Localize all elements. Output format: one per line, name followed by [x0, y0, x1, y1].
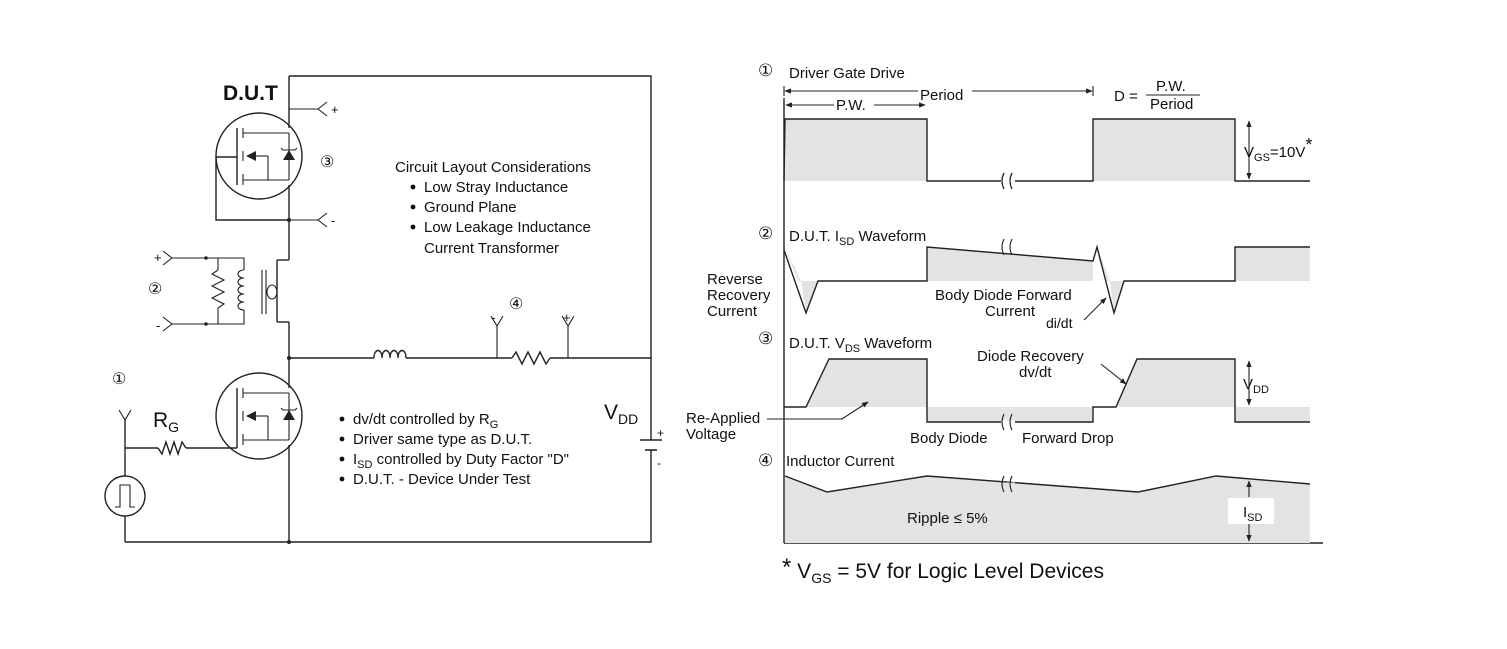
- note-1: dv/dt controlled by RG: [353, 411, 498, 431]
- forward-drop-label: Forward Drop: [1022, 430, 1114, 447]
- dut-label: D.U.T: [223, 82, 278, 105]
- source-node: [287, 218, 291, 222]
- w2-title: D.U.T. ISD Waveform: [789, 228, 926, 248]
- isd-waveform: [783, 238, 1310, 316]
- rg-label: RG: [153, 409, 179, 435]
- reapplied-arrow: [767, 401, 869, 420]
- duty-num: P.W.: [1156, 78, 1186, 95]
- isd-label: ISD: [1243, 504, 1263, 524]
- gate-drive-waveform: [783, 118, 1310, 190]
- vdd-minus: -: [657, 456, 661, 470]
- pw-label: P.W.: [836, 97, 866, 114]
- driver-mosfet: [215, 372, 303, 460]
- label-n1: ①: [112, 371, 126, 388]
- bd-line2: Current: [985, 303, 1036, 320]
- layout-item-3: Low Leakage Inductance: [424, 219, 591, 236]
- inductor-coil: [373, 349, 407, 359]
- body-diode-label: Body Diode: [910, 430, 988, 447]
- ct-minus: -: [156, 318, 160, 333]
- label-n4: ④: [509, 296, 523, 313]
- rr-line2: Recovery: [707, 287, 771, 304]
- w3-number: ③: [758, 329, 773, 348]
- dut-mosfet: [215, 112, 303, 221]
- duty-den: Period: [1150, 96, 1193, 113]
- w1-title: Driver Gate Drive: [789, 65, 905, 82]
- probe4-minus: -: [491, 310, 495, 325]
- vds-waveform: [784, 358, 1310, 431]
- inductor-current-waveform: [784, 475, 1311, 543]
- bullet: [339, 476, 345, 482]
- duty-eq: D =: [1114, 88, 1138, 105]
- test-circuit: - + ④ + - VDD D.U.T ③: [104, 75, 664, 544]
- current-transformer: [162, 250, 289, 332]
- vgs-label: VGS=10V*: [1244, 135, 1312, 164]
- ct-plus: +: [154, 250, 162, 265]
- dvdt-arrow: [1100, 363, 1127, 385]
- period-label: Period: [920, 87, 963, 104]
- bullet: [410, 184, 416, 190]
- bullet: [410, 204, 416, 210]
- bullet: [339, 416, 345, 422]
- layout-item-4: Current Transformer: [424, 240, 559, 257]
- bullet: [339, 436, 345, 442]
- ra-line2: Voltage: [686, 426, 736, 443]
- dut-plus-terminal: [317, 101, 328, 117]
- footnote: * VGS = 5V for Logic Level Devices: [782, 554, 1104, 586]
- dr-line2: dv/dt: [1019, 364, 1052, 381]
- vdd-wave-label: VDD: [1243, 376, 1269, 396]
- rr-line1: Reverse: [707, 271, 763, 288]
- ra-line1: Re-Applied: [686, 410, 760, 427]
- ripple-label: Ripple ≤ 5%: [907, 510, 988, 527]
- vdd-plus: +: [657, 426, 664, 440]
- w4-number: ④: [758, 451, 773, 470]
- w3-title: D.U.T. VDS Waveform: [789, 335, 932, 355]
- w4-title: Inductor Current: [786, 453, 895, 470]
- mid-node: [287, 356, 291, 360]
- bottom-wire: [125, 463, 652, 543]
- top-wire: [289, 75, 652, 358]
- rr-line3: Current: [707, 303, 758, 320]
- bullet: [339, 456, 345, 462]
- rg-resistor: [157, 439, 187, 457]
- w2-number: ②: [758, 224, 773, 243]
- w1-number: ①: [758, 61, 773, 80]
- label-n2: ②: [148, 281, 162, 298]
- probe4-right-terminal: [561, 315, 575, 328]
- waveforms: ① Driver Gate Drive Period P.W. D = P.W.…: [686, 61, 1323, 586]
- layout-item-1: Low Stray Inductance: [424, 179, 568, 196]
- layout-item-2: Ground Plane: [424, 199, 517, 216]
- note-4: D.U.T. - Device Under Test: [353, 471, 531, 488]
- label-n3: ③: [320, 154, 334, 171]
- pulse-symbol: [115, 484, 135, 508]
- dut-plus: +: [331, 102, 339, 117]
- bd-line1: Body Diode Forward: [935, 287, 1072, 304]
- probe4-left-terminal: [490, 315, 504, 328]
- ground-node: [287, 540, 291, 544]
- dut-minus-terminal: [317, 212, 328, 228]
- layout-title: Circuit Layout Considerations: [395, 159, 591, 176]
- probe4-plus: +: [563, 310, 571, 325]
- pulse-generator: [104, 475, 146, 517]
- bullet: [410, 224, 416, 230]
- didt-label: di/dt: [1046, 315, 1073, 331]
- note-2: Driver same type as D.U.T.: [353, 431, 532, 448]
- didt-arrow: [1083, 297, 1107, 321]
- dut-minus: -: [331, 213, 335, 228]
- probe1-terminal: [118, 409, 132, 422]
- vdd-label: VDD: [604, 401, 638, 427]
- dr-line1: Diode Recovery: [977, 348, 1084, 365]
- shunt-resistor: [511, 350, 551, 366]
- note-3: ISD controlled by Duty Factor "D": [353, 451, 569, 471]
